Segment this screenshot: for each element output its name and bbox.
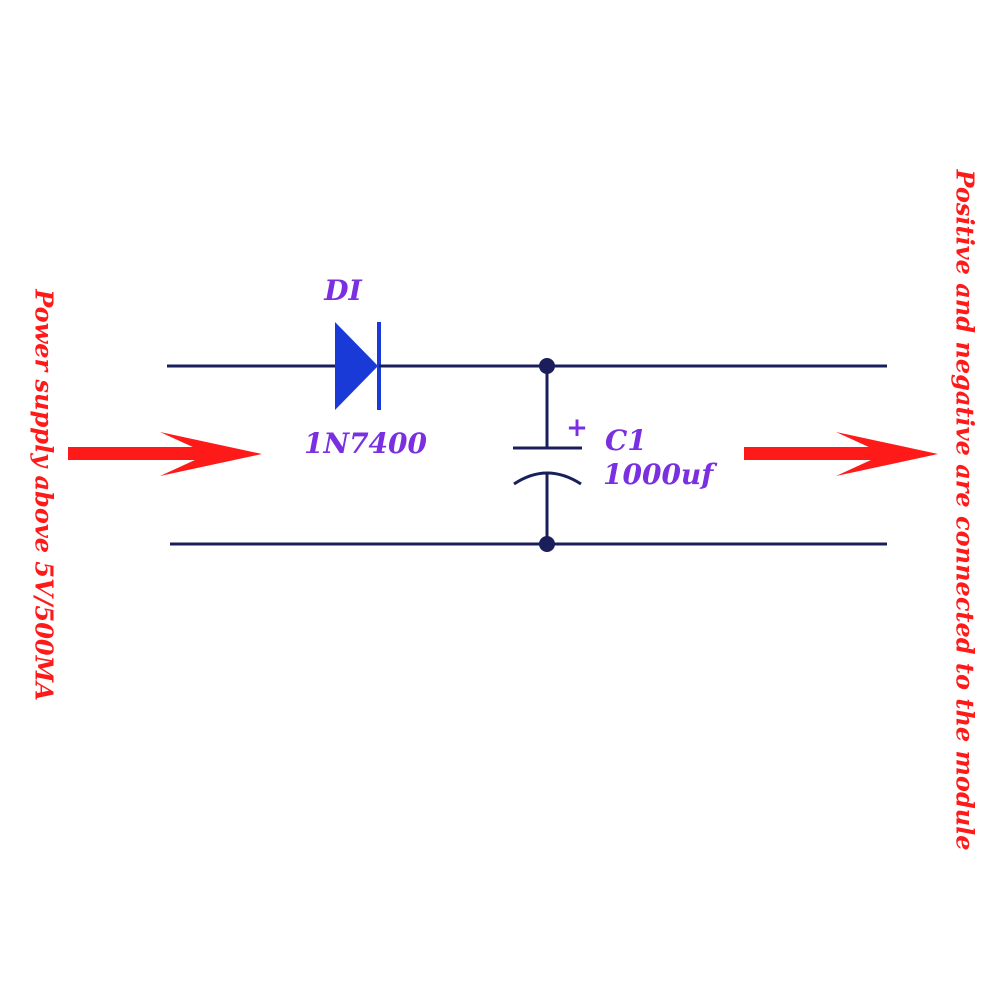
diode-anode-triangle: [335, 322, 378, 410]
output-arrow: [744, 432, 938, 476]
input-arrow: [68, 432, 262, 476]
capacitor-value-label: 1000uf: [603, 458, 718, 491]
input-power-note: Power supply above 5V/500MA: [29, 289, 59, 701]
output-module-note: Positive and negative are connected to t…: [950, 169, 980, 851]
diode-part-label: 1N7400: [304, 427, 428, 460]
capacitor-designator-label: C1: [605, 424, 647, 457]
diode-designator-label: DI: [323, 274, 362, 307]
capacitor-negative-plate: [513, 471, 582, 486]
capacitor-polarity-label: +: [566, 413, 588, 443]
